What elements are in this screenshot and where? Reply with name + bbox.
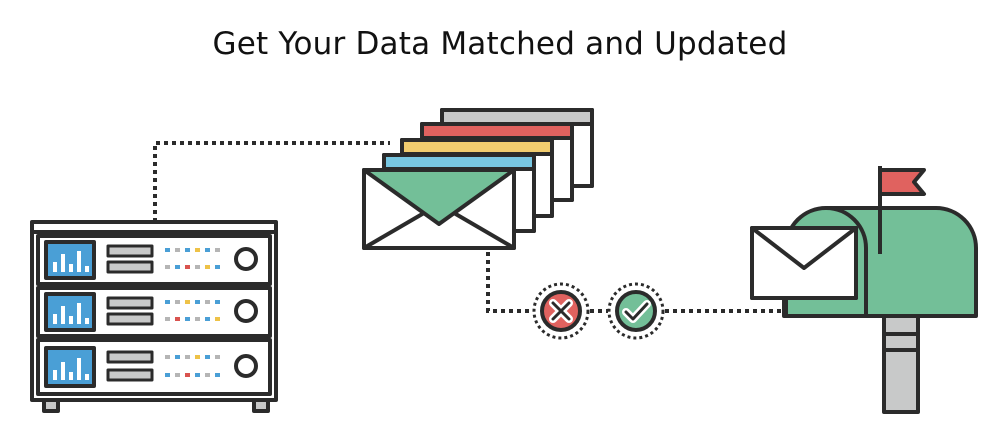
envelope-green-front [362, 168, 516, 250]
server-unit-1 [36, 234, 272, 286]
diagram-title: Get Your Data Matched and Updated [212, 26, 788, 62]
server-unit-3 [36, 338, 272, 396]
server-unit-2 [36, 286, 272, 338]
mailbox-flag [878, 168, 926, 196]
mailbox-letter-icon [750, 226, 858, 300]
check-circle-icon [607, 282, 665, 340]
connector-server-to-envelopes [153, 141, 390, 222]
server-rack-icon [30, 220, 278, 413]
connector-lines [153, 141, 782, 313]
envelope-stack-icon [362, 108, 594, 250]
connector-envelopes-to-checks [486, 252, 532, 313]
mailbox-post [882, 314, 920, 414]
mailbox-icon [750, 166, 978, 414]
x-circle-icon [532, 282, 590, 340]
